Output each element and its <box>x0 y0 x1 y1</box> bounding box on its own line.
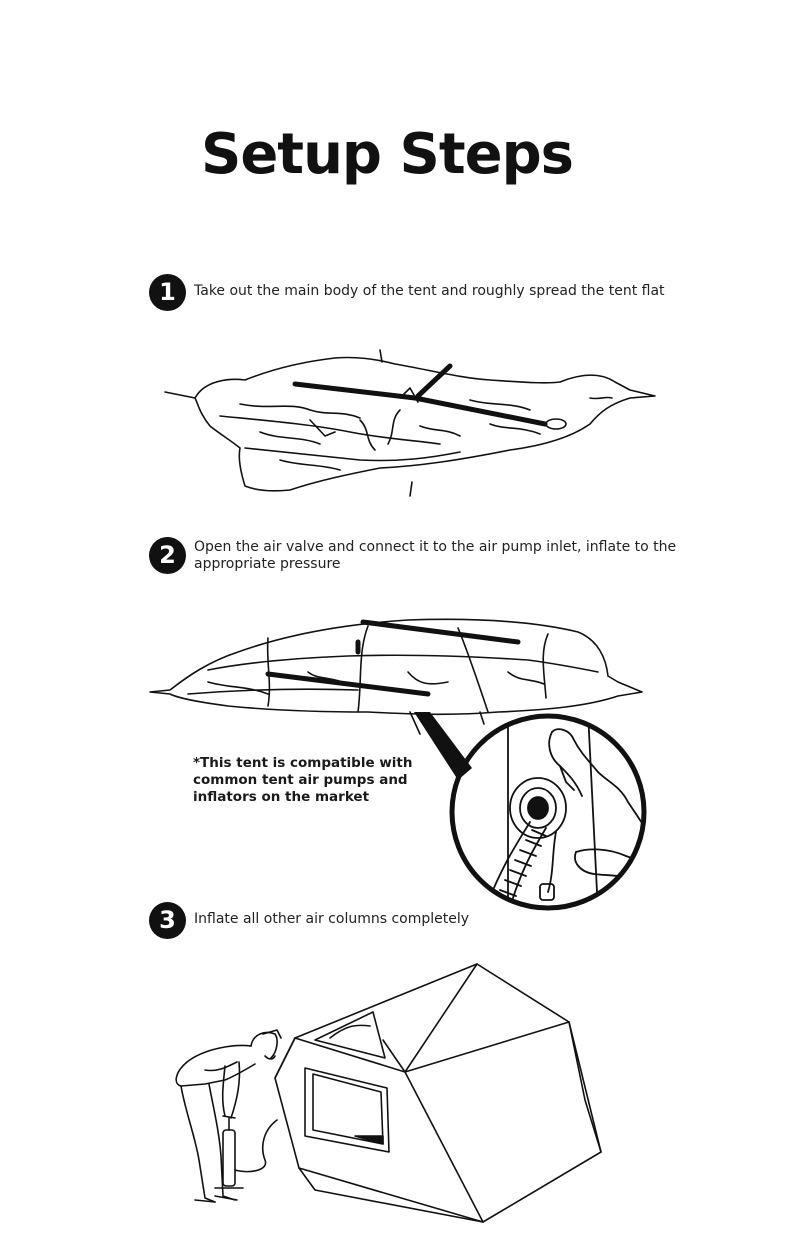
page-title: Setup Steps <box>200 122 574 187</box>
air-valve-closeup <box>449 713 647 911</box>
step-3-text: Inflate all other air columns completely <box>194 911 470 927</box>
flat-tent-illustration <box>164 349 656 497</box>
step-3: 3 Inflate all other air columns complete… <box>149 902 749 939</box>
step-1: 1 Take out the main body of the tent and… <box>149 274 749 311</box>
step-2-number-badge: 2 <box>149 537 186 574</box>
callout-pointer <box>414 712 472 780</box>
inflating-tent-illustration <box>149 618 643 735</box>
step-2: 2 Open the air valve and connect it to t… <box>149 537 749 574</box>
step-1-text: Take out the main body of the tent and r… <box>194 283 665 299</box>
step-2-text: Open the air valve and connect it to the… <box>194 539 677 572</box>
person-pumping-inflated-tent-illustration <box>175 963 602 1223</box>
step-3-number-badge: 3 <box>149 902 186 939</box>
step-1-number-badge: 1 <box>149 274 186 311</box>
pump-compatibility-note: *This tent is compatible with common ten… <box>193 755 413 805</box>
